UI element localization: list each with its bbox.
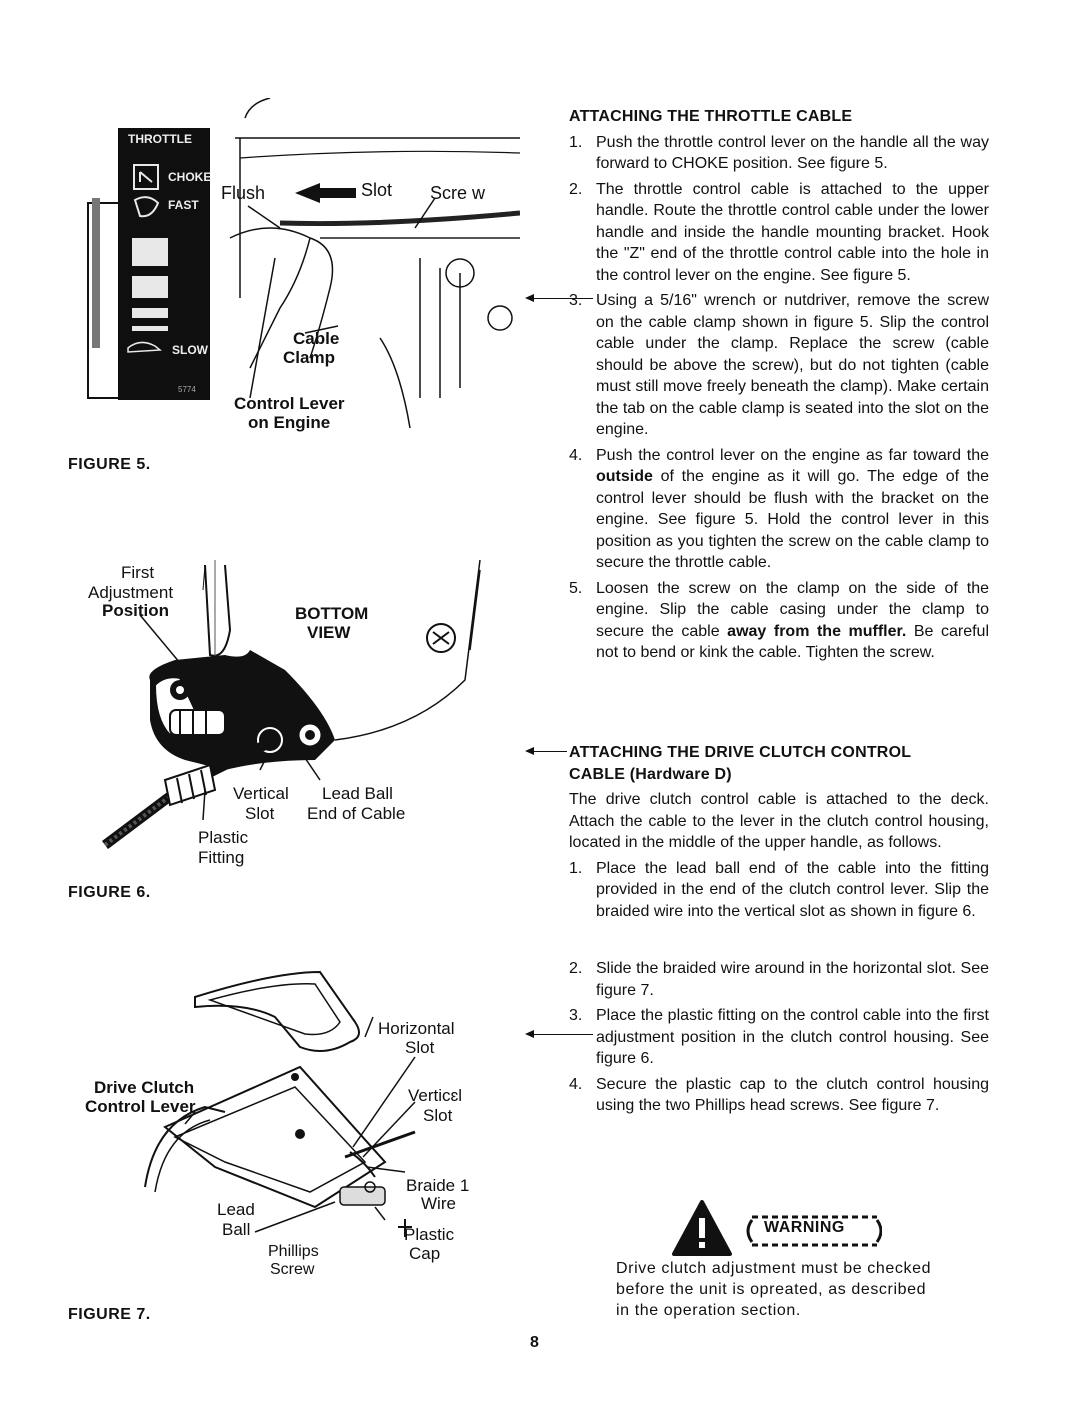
step-number: 5. bbox=[569, 579, 583, 597]
label-control-lever: Control Lever bbox=[234, 394, 345, 413]
step-text-part: Be careful not to bend or kink the cable… bbox=[596, 622, 990, 662]
step-text: Place the plastic fitting on the control… bbox=[596, 1007, 989, 1067]
step-text: Slide the braided wire around in the hor… bbox=[596, 960, 989, 999]
throttle-step: 5. Loosen the screw on the clamp on the s… bbox=[569, 578, 989, 664]
label-horizontal: Horizontal bbox=[378, 1019, 455, 1038]
step-number: 2. bbox=[569, 180, 583, 198]
page-number: 8 bbox=[530, 1334, 539, 1351]
label-phillips: Phillips bbox=[268, 1243, 319, 1260]
throttle-step: 2. The throttle control cable is attached… bbox=[569, 179, 989, 287]
label-adjustment: Adjustment bbox=[88, 583, 174, 602]
label-lead: Lead bbox=[217, 1200, 255, 1219]
step-number: 3. bbox=[569, 292, 583, 309]
warning-label: WARNING bbox=[764, 1219, 845, 1236]
step-number: 1. bbox=[569, 859, 583, 877]
step-text-part: Push the control lever on the engine as … bbox=[596, 446, 989, 464]
margin-arrow bbox=[525, 294, 593, 302]
label-vertical-slot: Slot bbox=[423, 1106, 453, 1125]
figure-5-illustration bbox=[87, 98, 520, 429]
step-number: 2. bbox=[569, 960, 583, 977]
margin-arrow bbox=[525, 747, 567, 755]
label-plastic: Plastic bbox=[404, 1225, 455, 1244]
step-number: 1. bbox=[569, 133, 583, 151]
clutch-section: ATTACHING THE DRIVE CLUTCH CONTROL CABLE… bbox=[569, 742, 989, 1117]
margin-arrow bbox=[525, 1030, 593, 1038]
throttle-step: 1. Push the throttle control lever on the… bbox=[569, 132, 989, 175]
step-number: 3. bbox=[569, 1007, 583, 1024]
label-plastic: Plastic bbox=[198, 828, 249, 847]
figure-5-caption: FIGURE 5. bbox=[68, 456, 151, 473]
label-view: VIEW bbox=[307, 623, 351, 642]
step-text: Place the lead ball end of the cable int… bbox=[596, 859, 989, 920]
figure-6: First Adjustment Position BOTTOM VIEW Ve… bbox=[85, 560, 490, 870]
label-flush: Flush bbox=[221, 183, 266, 203]
step-text-part: Loosen the screw on the clamp on the sid… bbox=[596, 579, 989, 640]
label-screw: Screw bbox=[270, 1261, 315, 1278]
throttle-panel-code: 5774 bbox=[178, 385, 196, 394]
clutch-subheading: CABLE (Hardware D) bbox=[569, 765, 732, 783]
throttle-panel-fast: FAST bbox=[168, 198, 199, 212]
label-cable: Cable bbox=[293, 329, 340, 348]
throttle-heading: ATTACHING THE THROTTLE CABLE bbox=[569, 108, 853, 125]
step-text: Push the control lever on the engine as … bbox=[596, 445, 989, 574]
step-text-part: of the engine as it will go. The edge of… bbox=[596, 468, 989, 571]
step-number: 4. bbox=[569, 446, 583, 464]
label-horizontal-slot: Slot bbox=[405, 1038, 435, 1057]
label-drive-clutch: Drive Clutch bbox=[94, 1078, 195, 1097]
label-lead-ball: Lead Ball bbox=[322, 784, 393, 803]
step-text-emphasis: away from the muffler. bbox=[727, 622, 907, 640]
throttle-panel-title: THROTTLE bbox=[128, 132, 192, 146]
label-position: Position bbox=[102, 601, 170, 620]
clutch-intro: The drive clutch control cable is attach… bbox=[569, 791, 989, 851]
warning-symbol: WARNING bbox=[672, 1200, 882, 1260]
label-wire: Wire bbox=[421, 1194, 456, 1213]
clutch-step: 1. Place the lead ball end of the cable i… bbox=[569, 858, 989, 923]
label-vertical: Verticɛl bbox=[408, 1086, 463, 1105]
label-slot: Slot bbox=[361, 180, 393, 200]
label-vertical: Vertical bbox=[233, 784, 289, 803]
label-end-of-cable: End of Cable bbox=[307, 804, 406, 823]
clutch-heading: ATTACHING THE DRIVE CLUTCH CONTROL bbox=[569, 744, 912, 761]
label-on-engine: on Engine bbox=[248, 413, 331, 432]
throttle-step: 4. Push the control lever on the engine a… bbox=[569, 445, 989, 574]
label-first: First bbox=[121, 563, 155, 582]
label-braided: Braide 1 bbox=[406, 1176, 470, 1195]
warning-text: Drive clutch adjustment must be checked … bbox=[616, 1260, 932, 1319]
figure-6-illustration bbox=[102, 560, 481, 849]
step-text: Push the throttle control lever on the h… bbox=[596, 133, 989, 173]
figure-7-illustration bbox=[144, 970, 416, 1237]
step-text: The throttle control cable is attached t… bbox=[596, 180, 989, 284]
step-text: Secure the plastic cap to the clutch con… bbox=[596, 1075, 989, 1115]
clutch-step: 3. Place the plastic fitting on the contr… bbox=[569, 1005, 989, 1070]
throttle-section: ATTACHING THE THROTTLE CABLE 1. Push the … bbox=[569, 106, 989, 664]
figure-7-caption: FIGURE 7. bbox=[68, 1306, 151, 1323]
throttle-step: 3. Using a 5/16" wrench or nutdriver, rem… bbox=[569, 290, 989, 441]
label-clamp: Clamp bbox=[283, 348, 335, 367]
throttle-panel-slow: SLOW bbox=[172, 343, 208, 357]
label-vertical-slot: Slot bbox=[245, 804, 275, 823]
label-screw: Scre w bbox=[430, 183, 486, 203]
clutch-step: 2. Slide the braided wire around in the h… bbox=[569, 958, 989, 1001]
warning-icon bbox=[672, 1200, 882, 1256]
figure-7: Horizontal Slot Drive Clutch Control Lev… bbox=[85, 962, 485, 1282]
step-text-emphasis: outside bbox=[596, 468, 653, 485]
label-fitting: Fitting bbox=[198, 848, 245, 867]
clutch-step: 4. Secure the plastic cap to the clutch c… bbox=[569, 1074, 989, 1117]
step-text: Loosen the screw on the clamp on the sid… bbox=[596, 578, 989, 664]
figure-5: THROTTLE CHOKE FAST SLOW 5774 Flush Slot… bbox=[80, 98, 520, 443]
label-ball: Ball bbox=[222, 1220, 251, 1239]
step-text: Using a 5/16" wrench or nutdriver, remov… bbox=[596, 292, 989, 438]
figure-6-caption: FIGURE 6. bbox=[68, 884, 151, 901]
throttle-panel-choke: CHOKE bbox=[168, 170, 212, 184]
label-control-lever: Control Lever bbox=[85, 1097, 196, 1116]
label-cap: Cap bbox=[409, 1244, 441, 1263]
label-bottom: BOTTOM bbox=[295, 604, 369, 623]
step-number: 4. bbox=[569, 1075, 583, 1093]
